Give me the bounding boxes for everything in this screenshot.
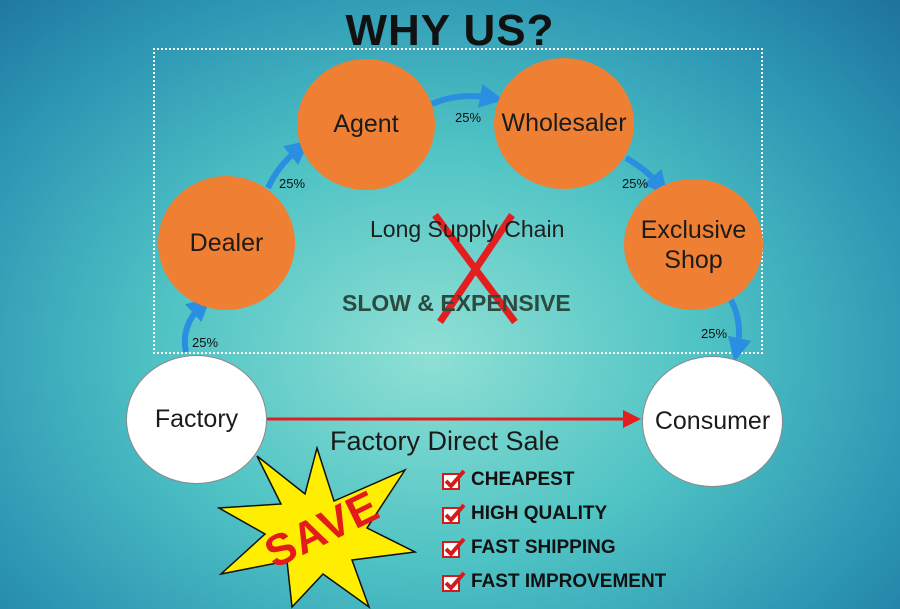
benefit-label: FAST IMPROVEMENT: [471, 571, 667, 592]
node-factory-label: Factory: [154, 405, 239, 433]
benefit-label: HIGH QUALITY: [471, 503, 608, 524]
node-consumer-label: Consumer: [654, 407, 771, 435]
pct-agent-wholesaler: 25%: [455, 110, 482, 125]
benefit-label: FAST SHIPPING: [471, 537, 616, 558]
checkbox-check-icon: [442, 469, 466, 490]
save-star-badge: [217, 446, 417, 609]
arrow-shop-to-consumer: [727, 298, 752, 362]
benefit-item: CHEAPEST: [442, 466, 574, 494]
benefit-label: CHEAPEST: [471, 469, 575, 490]
supply-chain-frame: [153, 48, 763, 354]
node-wholesaler-label: Wholesaler: [501, 109, 627, 137]
node-exclusive-shop-label-2: Shop: [664, 245, 723, 274]
benefit-item: HIGH QUALITY: [442, 500, 607, 528]
long-supply-chain-label: Long Supply Chain: [370, 216, 565, 242]
arrow-wholesaler-to-shop: [624, 155, 668, 196]
benefit-item: FAST IMPROVEMENT: [442, 568, 666, 596]
checkbox-check-icon: [442, 503, 466, 524]
node-exclusive-shop: Exclusive Shop: [624, 179, 763, 310]
arrow-agent-to-wholesaler: [430, 84, 504, 108]
pct-factory-dealer: 25%: [192, 335, 219, 350]
arrow-dealer-to-agent: [265, 140, 310, 190]
node-dealer-label: Dealer: [189, 228, 264, 257]
page-title: WHY US?: [345, 6, 555, 55]
arrow-factory-to-dealer: [181, 296, 211, 353]
checkbox-check-icon: [442, 537, 466, 558]
node-agent-label: Agent: [333, 110, 399, 138]
node-factory: Factory: [126, 355, 267, 484]
pct-dealer-agent: 25%: [279, 176, 306, 191]
node-dealer: Dealer: [158, 176, 295, 310]
benefit-item: FAST SHIPPING: [442, 534, 616, 562]
node-agent: Agent: [297, 59, 435, 190]
cross-stroke-2: [437, 213, 515, 324]
pct-shop-consumer: 25%: [701, 326, 728, 341]
node-consumer: Consumer: [642, 356, 783, 487]
factory-direct-sale-label: Factory Direct Sale: [330, 426, 560, 456]
node-wholesaler: Wholesaler: [494, 58, 634, 189]
pct-wholesaler-shop: 25%: [622, 176, 649, 191]
checkbox-check-icon: [442, 571, 466, 592]
slow-expensive-label: SLOW & EXPENSIVE: [342, 290, 571, 316]
node-exclusive-shop-label-1: Exclusive: [640, 215, 747, 244]
